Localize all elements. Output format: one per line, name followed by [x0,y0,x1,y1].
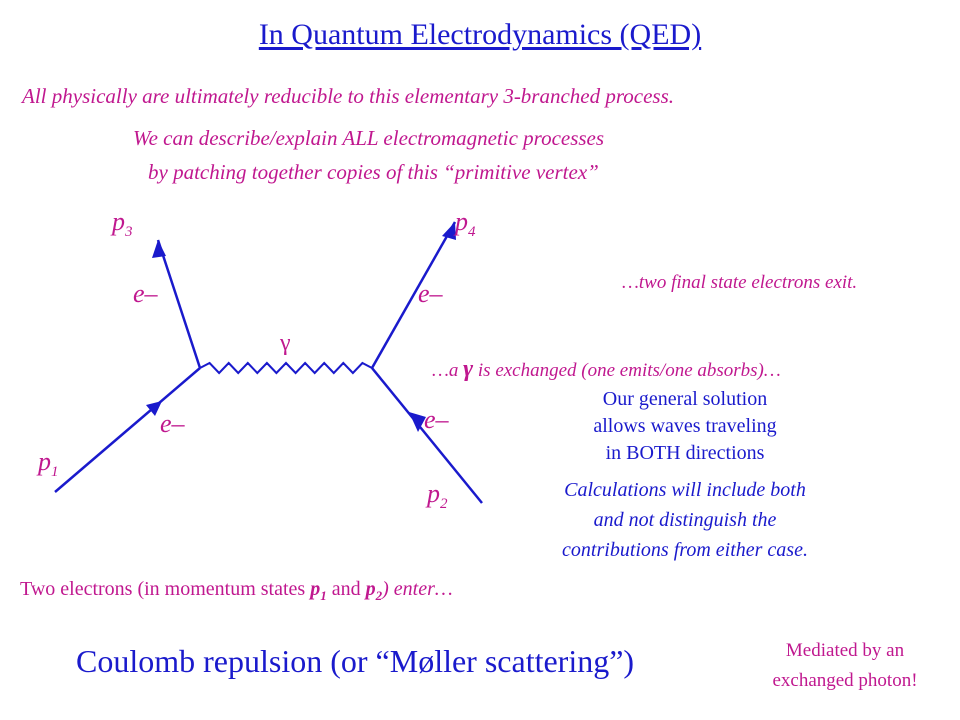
momentum-p1: p1 [310,578,327,603]
photon-line [199,361,373,375]
momentum-p2: p2 [365,578,383,603]
enter-note: Two electrons (in momentum states p1 and… [20,578,453,603]
label-electron-bottom-left: e– [160,409,186,438]
label-p1: p1 [36,447,59,480]
calculations-line: contributions from either case. [562,539,808,561]
label-p2: p2 [425,479,448,512]
note-exchange-gamma: γ [463,356,474,382]
label-photon: γ [279,330,291,356]
general-solution-line: allows waves traveling [593,415,777,437]
label-p4: p4 [453,207,476,240]
arrow-p3 [152,240,166,258]
label-electron-top-right: e– [418,279,444,308]
arrow-p2 [409,412,426,432]
calculations-line: Calculations will include both [564,479,806,501]
intro-line-1: All physically are ultimately reducible … [22,84,675,108]
note-final-state: …two final state electrons exit. [622,272,858,293]
calculations-line: and not distinguish the [593,509,777,531]
label-p3: p3 [110,207,133,240]
note-exchange-post: is exchanged (one emits/one absorbs)… [477,360,781,381]
coulomb-heading: Coulomb repulsion (or “Møller scattering… [76,643,635,679]
mediated-line: Mediated by an [785,640,905,661]
mediated-line: exchanged photon! [772,670,918,691]
note-exchange: …a γ is exchanged (one emits/one absorbs… [432,356,781,383]
intro-line-2: We can describe/explain ALL electromagne… [133,126,605,150]
calculations-note: Calculations will include both and not d… [500,475,870,565]
intro-line-3: by patching together copies of this “pri… [148,160,599,184]
electron-line-p2 [371,367,483,504]
general-solution-line: in BOTH directions [605,442,765,464]
note-exchange-pre: …a [432,360,459,381]
label-electron-top-left: e– [133,279,159,308]
slide-title: In Quantum Electrodynamics (QED) [258,18,702,51]
arrow-p1 [146,401,162,416]
electron-line-p1 [54,367,201,493]
arrow-p4 [442,222,456,240]
label-electron-bottom-right: e– [424,405,450,434]
electron-line-p3 [156,239,202,369]
electron-line-p4 [370,221,457,369]
general-solution-line: Our general solution [602,388,768,410]
general-solution-note: Our general solution allows waves travel… [500,386,870,467]
mediated-note: Mediated by an exchanged photon! [730,636,960,696]
